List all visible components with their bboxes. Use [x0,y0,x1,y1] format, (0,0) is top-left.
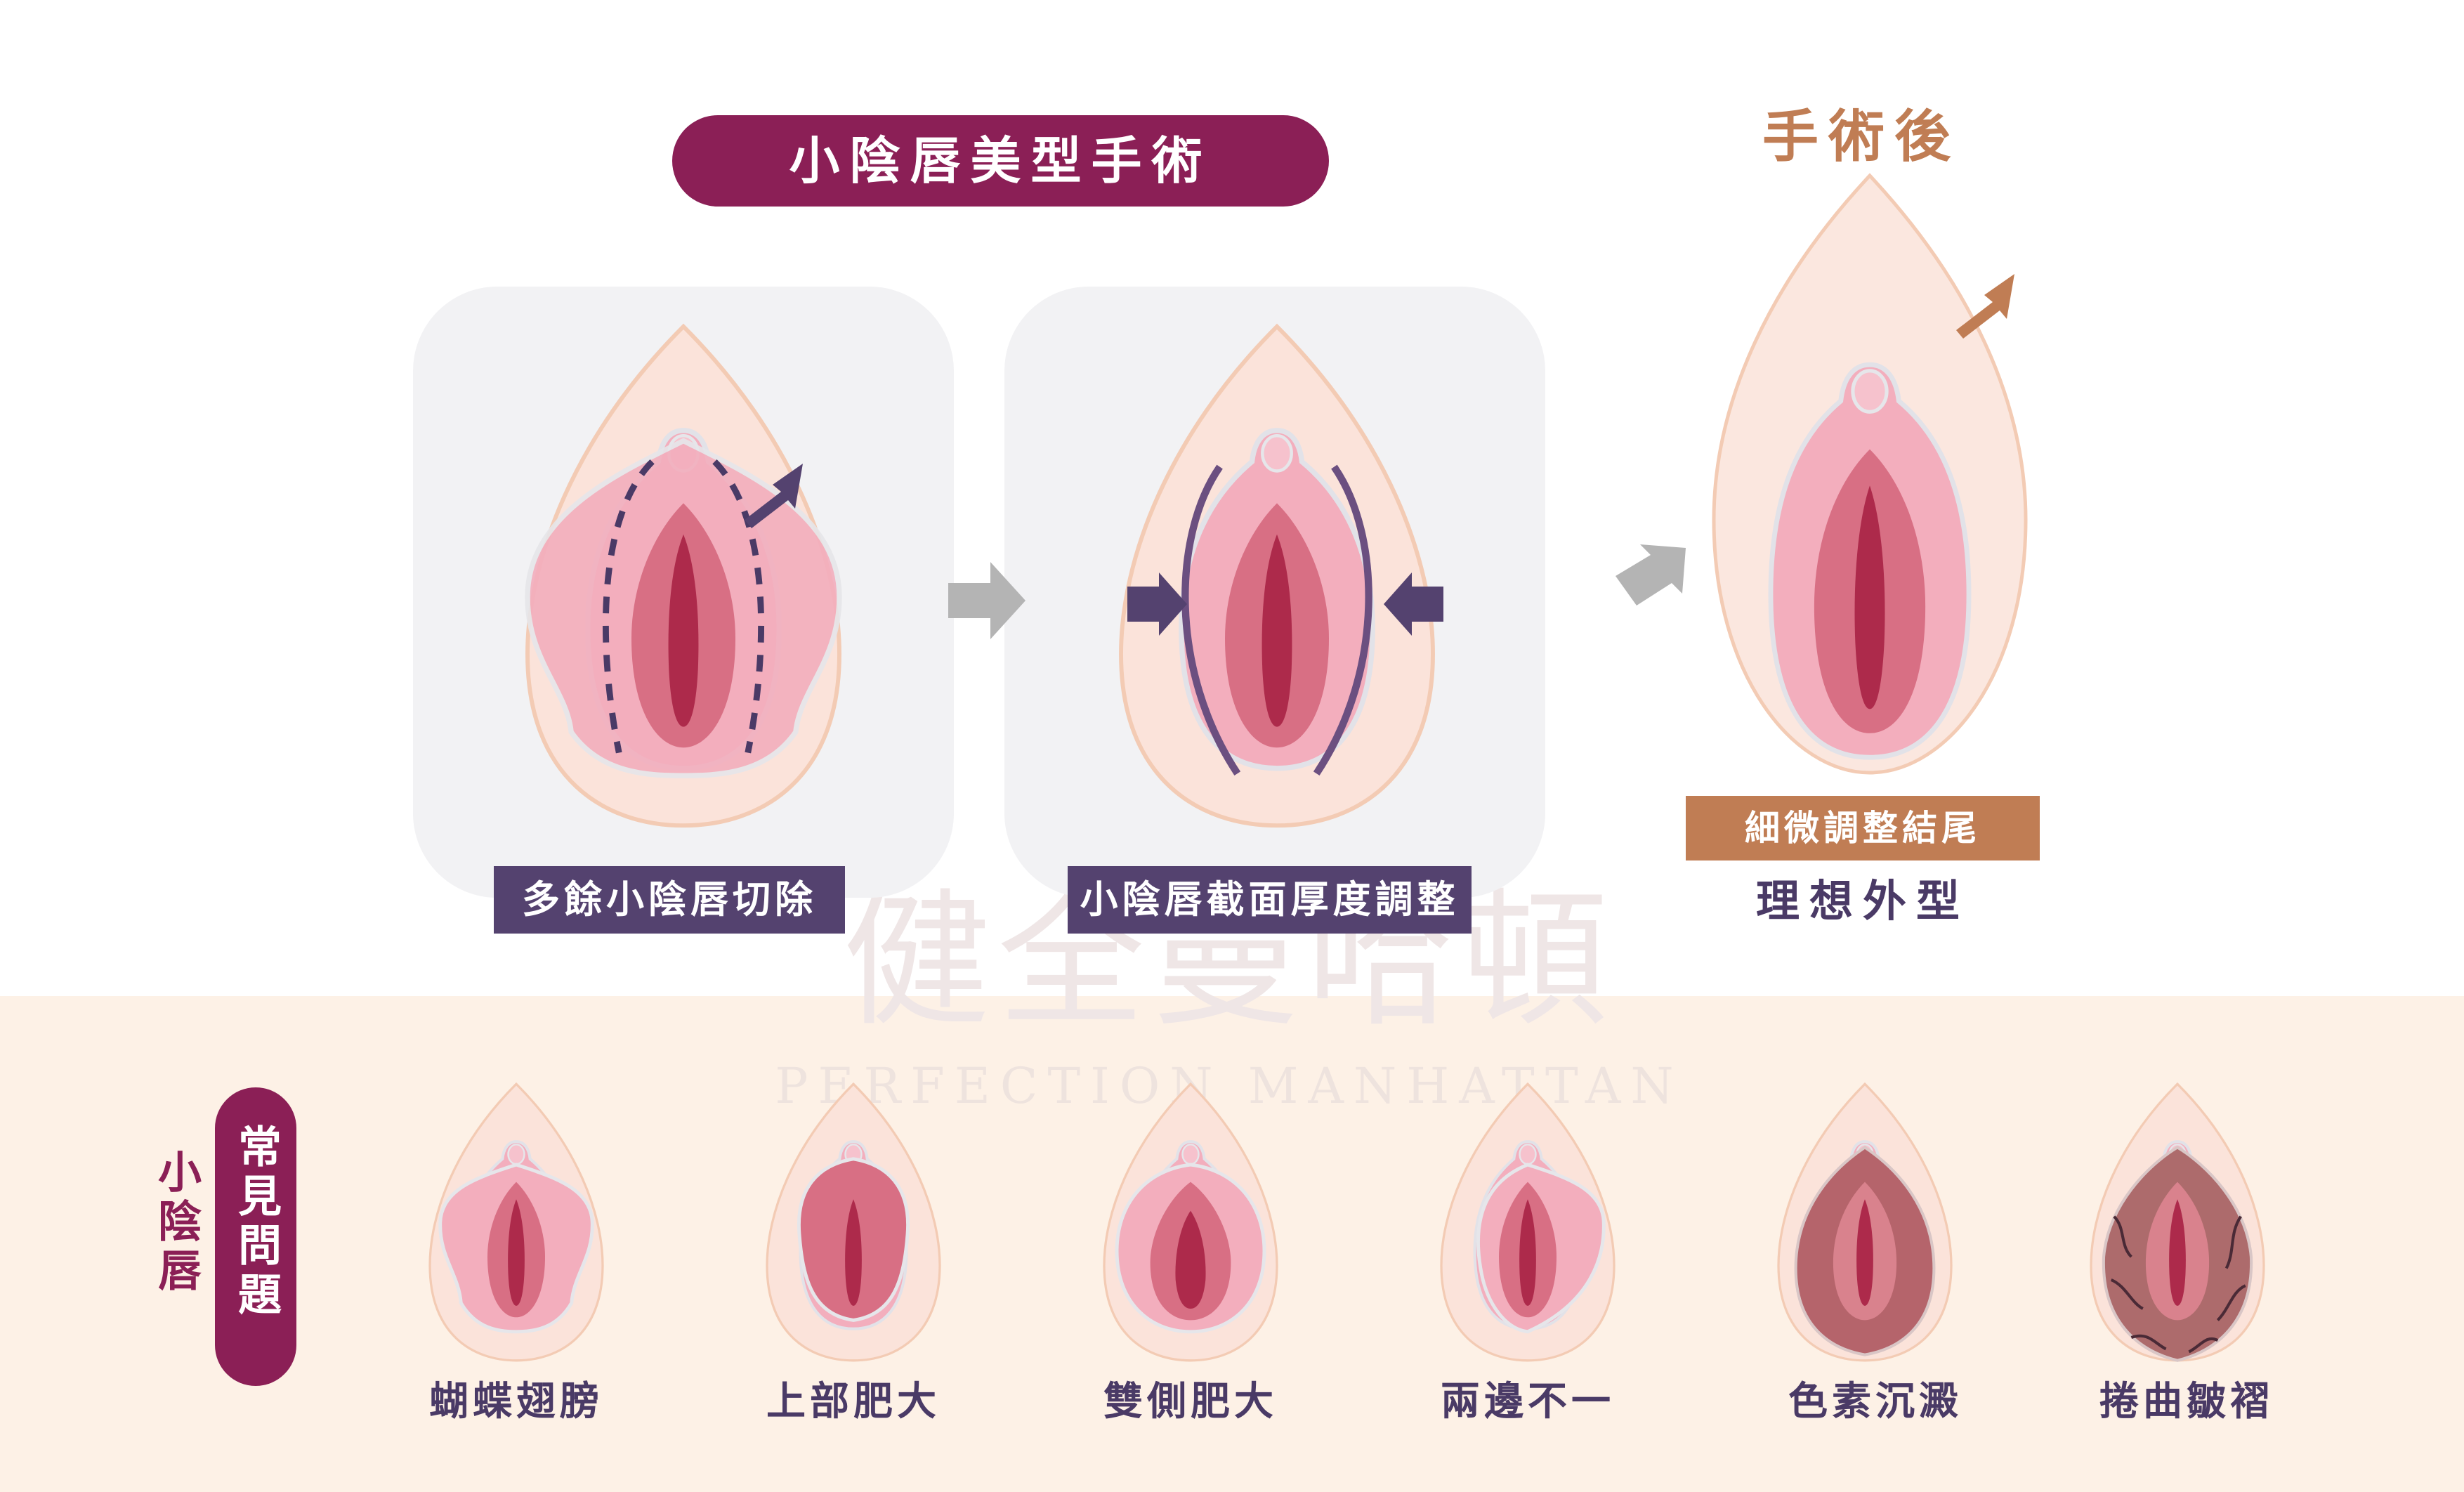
step2-label: 小陰唇截面厚度調整 [1068,866,1472,934]
after-box-label: 細微調整結尾 [1686,796,2040,860]
problem-label-5: 色素沉澱 [1788,1379,1962,1425]
grey-arrow-1 [948,562,1025,639]
page-title: 小陰唇美型手術 [672,115,1329,207]
problem-figure-3 [1104,1084,1277,1361]
after-pointer-arrow [1956,274,2014,339]
problem-figure-6 [2091,1084,2264,1362]
after-figure [1712,173,2028,775]
step2-arrow-right [1384,572,1443,636]
problems-pill [215,1087,296,1386]
grey-arrow-2 [1616,544,1686,606]
problems-pill-label: 常見問題 [230,1124,282,1321]
problem-label-3: 雙側肥大 [1103,1379,1278,1425]
step1-figure [525,327,842,825]
problems-side-label: 小陰唇 [150,1149,202,1297]
problem-label-2: 上部肥大 [766,1379,941,1425]
problem-label-1: 蝴蝶翅膀 [429,1379,603,1425]
step2-arrow-left [1127,572,1187,636]
problem-figure-4 [1441,1084,1614,1361]
problem-label-4: 兩邊不一 [1441,1379,1615,1425]
problem-figure-5 [1778,1084,1951,1361]
step1-label: 多餘小陰唇切除 [494,866,845,934]
problem-figure-1 [430,1084,603,1361]
step2-figure [1121,327,1433,825]
step1-pointer-arrow [745,464,803,528]
after-subtitle: 理想外型 [1755,875,1970,927]
problem-label-6: 捲曲皺褶 [2099,1379,2274,1425]
problem-figure-2 [767,1084,940,1361]
after-title: 手術後 [1762,104,1960,169]
